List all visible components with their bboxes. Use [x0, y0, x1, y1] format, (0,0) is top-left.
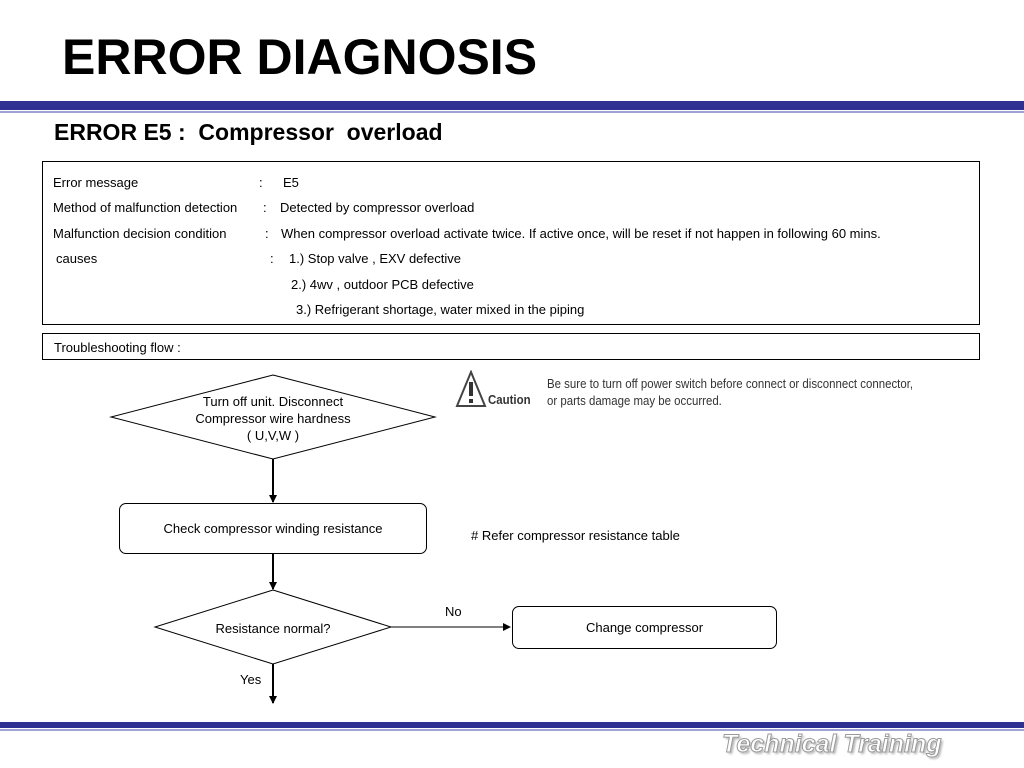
info-label: Error message — [53, 175, 139, 190]
error-subtitle: ERROR E5 : Compressor overload — [54, 119, 443, 145]
resistance-table-note: # Refer compressor resistance table — [471, 528, 680, 543]
info-colon: : — [270, 251, 274, 266]
info-colon: : — [263, 200, 267, 215]
troubleshooting-flow-box: Troubleshooting flow : — [42, 333, 980, 360]
start-step-text: Turn off unit. Disconnect Compressor wir… — [171, 393, 375, 444]
info-colon: : — [265, 226, 269, 241]
caution-message: Be sure to turn off power switch before … — [547, 375, 913, 409]
start-step-line-3: ( U,V,W ) — [246, 428, 300, 443]
info-value: Detected by compressor overload — [280, 200, 475, 215]
header-divider-shadow — [0, 111, 1024, 113]
caution-line-2: or parts damage may be occurred. — [547, 393, 722, 408]
change-compressor-node: Change compressor — [512, 606, 777, 649]
start-step-line-1: Turn off unit. Disconnect — [202, 394, 344, 409]
info-value: When compressor overload activate twice.… — [281, 226, 881, 241]
troubleshooting-label: Troubleshooting flow : — [54, 340, 181, 355]
page-title: ERROR DIAGNOSIS — [62, 29, 538, 85]
caution-line-1: Be sure to turn off power switch before … — [547, 376, 914, 391]
info-colon: : — [259, 175, 263, 190]
no-branch-label: No — [445, 604, 462, 619]
check-winding-label: Check compressor winding resistance — [163, 521, 383, 536]
caution-label: Caution — [488, 392, 531, 407]
info-value: 2.) 4wv , outdoor PCB defective — [291, 277, 474, 292]
resistance-decision-label: Resistance normal? — [215, 621, 331, 636]
error-info-box: Error message : E5 Method of malfunction… — [42, 161, 980, 325]
info-value: 1.) Stop valve , EXV defective — [289, 251, 461, 266]
info-label: Method of malfunction detection — [53, 200, 238, 215]
footer-branding: Technical Training — [722, 730, 942, 759]
check-winding-node: Check compressor winding resistance — [119, 503, 427, 554]
info-label: causes — [56, 251, 98, 266]
footer-divider-shadow — [0, 729, 1024, 731]
info-label: Malfunction decision condition — [53, 226, 227, 241]
start-step-line-2: Compressor wire hardness — [195, 411, 351, 426]
header-divider — [0, 101, 1024, 110]
info-value: E5 — [283, 175, 299, 190]
info-value: 3.) Refrigerant shortage, water mixed in… — [296, 302, 585, 317]
warning-triangle-icon — [455, 370, 487, 407]
footer-divider — [0, 722, 1024, 728]
change-compressor-label: Change compressor — [585, 620, 704, 635]
caution-notice: Caution Be sure to turn off power switch… — [455, 370, 925, 412]
yes-branch-label: Yes — [240, 672, 262, 687]
